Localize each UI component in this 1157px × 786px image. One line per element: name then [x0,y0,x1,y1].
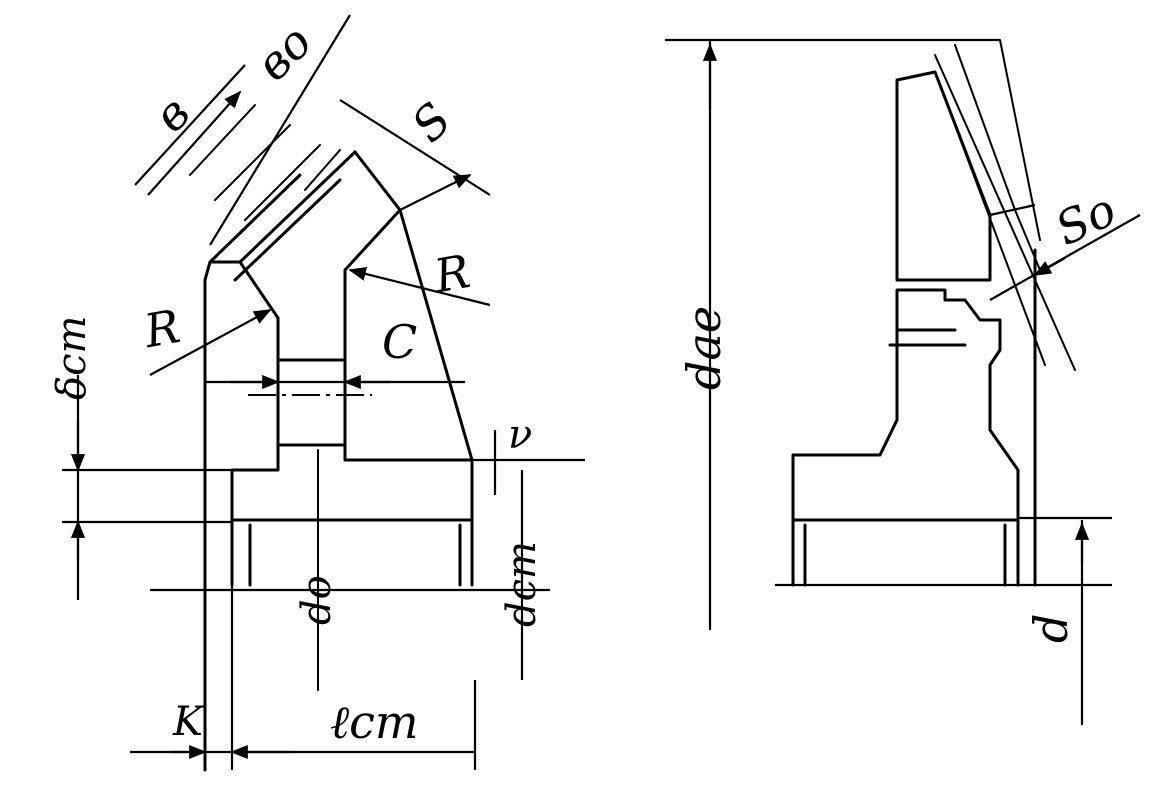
label-d0: do [294,575,340,625]
dim-b0-line [209,14,351,246]
label-delta-cm: δcm [49,316,95,400]
right-tooth-body [895,70,992,282]
dim-s-line [339,99,491,211]
right-section-view: dae So d [665,38,1141,725]
dim-so-arrow [1033,257,1066,276]
left-tooth-outline [203,173,474,772]
label-lcm: ℓcm [330,695,419,749]
right-hub-bore-lines [791,518,1020,587]
label-v: ν [508,412,532,458]
left-flank-lines [189,104,341,221]
label-b: в [143,85,200,142]
label-c: C [382,315,417,369]
label-d: d [1024,614,1078,643]
label-dae: dae [677,306,731,390]
right-hub-body [791,288,1020,522]
label-k: K [172,699,205,745]
dim-b-line [134,64,245,196]
dim-so-ext [989,203,1036,217]
left-hub-bore-lines [230,518,474,587]
left-hub-body [230,443,474,522]
left-tooth-rim [238,150,402,362]
right-oil-hole [888,328,967,347]
left-section-view: в вo S R R C δcm ν do dcm K ℓcm [49,14,585,772]
dim-R-right-line [348,267,491,307]
dim-so-line [989,214,1141,301]
dim-R-left-line [149,309,272,376]
left-ref-lines [62,458,585,592]
label-r-left: R [139,299,183,358]
dim-d-ref-lines [775,516,1112,587]
label-dcm: dcm [499,541,545,627]
label-r-right: R [429,244,473,303]
label-so: So [1047,182,1123,256]
dim-lcm-ext [230,585,477,770]
